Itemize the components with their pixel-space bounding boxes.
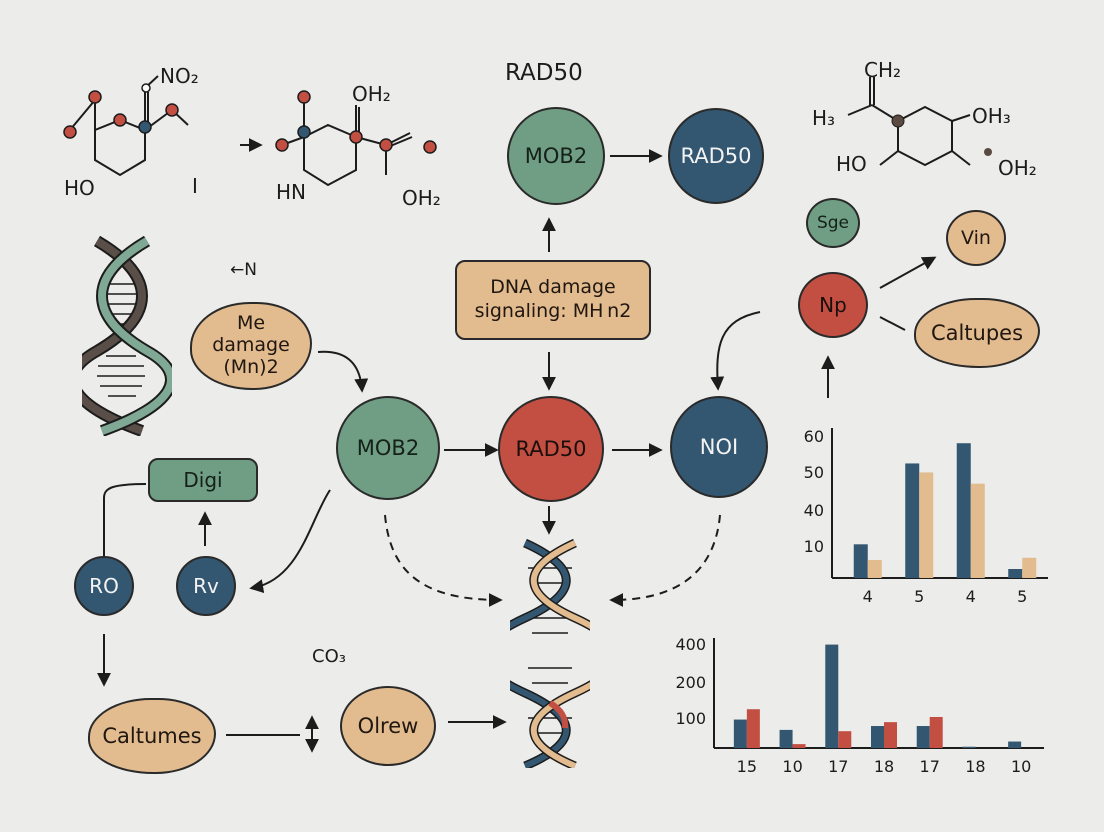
line-np-caltupes: [879, 316, 906, 331]
chart-x-tick-label: 4: [966, 587, 976, 606]
vin-node[interactable]: Vin: [946, 210, 1006, 266]
np-node[interactable]: Np: [798, 272, 868, 338]
chart-bar: [970, 483, 985, 578]
bar-chart-upper: 60 50 40 10 4 5 4 5: [804, 427, 1048, 606]
chart-x-tick-label: 4: [863, 587, 873, 606]
bar-chart-lower: 400 200 100 15 10 17 18 17 18 10: [675, 635, 1044, 776]
chart-y-tick-label: 60: [804, 427, 824, 446]
chart-y-tick-label: 200: [675, 673, 706, 692]
chart-x-tick-label: 17: [920, 757, 940, 776]
chart-bar: [733, 719, 747, 748]
sge-node[interactable]: Sge: [806, 198, 860, 248]
rad50-mid-node[interactable]: RAD50: [498, 396, 604, 502]
chart-bar: [746, 709, 760, 748]
chart-x-tick-label: 10: [1011, 757, 1031, 776]
rad50-top-node[interactable]: RAD50: [668, 108, 764, 204]
arrow-me-damage-mob2: [317, 350, 369, 393]
arrow-mob2-dashed: [384, 514, 503, 607]
arrow-mob2-rv: [249, 489, 331, 594]
dna-helix-left-icon: [82, 236, 172, 436]
caltupes-node[interactable]: Caltupes: [914, 298, 1040, 368]
no2-label: NO₂: [160, 64, 199, 88]
chart-bar: [1008, 569, 1023, 578]
chart-bar: [825, 644, 839, 748]
chart-bar: [962, 746, 976, 748]
chart-x-tick-label: 5: [914, 587, 924, 606]
chart-bar: [779, 729, 793, 748]
mob2-top-node[interactable]: MOB2: [507, 107, 605, 205]
caltumes-node[interactable]: Caltumes: [88, 698, 216, 774]
chart-y-tick-label: 400: [675, 635, 706, 654]
ho-right-label: HO: [836, 152, 867, 176]
chart-bar: [919, 472, 934, 578]
chart-bar: [929, 716, 943, 748]
chart-bar: [838, 731, 852, 748]
hn-label: HN: [276, 180, 306, 204]
ro-node[interactable]: RO: [74, 556, 134, 616]
co3-label: CO₃: [312, 646, 346, 667]
i-left-label: I: [192, 174, 198, 198]
molecule-structure-3-icon: [847, 77, 992, 167]
h3-label: H₃: [812, 106, 836, 130]
molecule-structure-2-icon: [275, 90, 437, 187]
chart-x-tick-label: 5: [1017, 587, 1027, 606]
oh2-b-label: OH₂: [402, 186, 441, 210]
chart-x-tick-label: 17: [828, 757, 848, 776]
chart-y-tick-label: 10: [804, 537, 824, 556]
chart-bar: [871, 726, 884, 748]
arrow-noi-curve: [710, 311, 761, 391]
chart-bar: [884, 722, 897, 748]
chart-bar: [853, 544, 868, 578]
chart-x-tick-label: 10: [782, 757, 802, 776]
ch2-label: CH₂: [864, 58, 902, 82]
olrew-node[interactable]: Olrew: [340, 686, 436, 766]
chart-x-tick-label: 18: [874, 757, 894, 776]
chart-bar: [905, 463, 920, 578]
noi-node[interactable]: NOI: [670, 396, 768, 498]
chart-x-tick-label: 15: [737, 757, 757, 776]
line-ro-digi: [103, 483, 147, 556]
oh2-a-label: OH₂: [352, 82, 391, 106]
dna-helix-center-icon: [510, 538, 590, 768]
digi-box[interactable]: Digi: [148, 458, 258, 502]
chart-bar: [792, 744, 806, 748]
chart-y-tick-label: 50: [804, 463, 824, 482]
diagram-title: RAD50: [505, 60, 583, 86]
arrow-np-vin: [879, 256, 937, 289]
chart-x-tick-label: 18: [965, 757, 985, 776]
oh2-right-label: OH₂: [998, 156, 1037, 180]
rv-node[interactable]: Rv: [176, 556, 236, 616]
chart-bar: [916, 726, 930, 748]
chart-y-tick-label: 40: [804, 501, 824, 520]
me-damage-node[interactable]: Me damage (Mn)2: [190, 302, 312, 390]
chart-bar: [956, 443, 971, 578]
arrow-noi-dashed: [609, 514, 721, 607]
mob2-mid-node[interactable]: MOB2: [336, 396, 440, 500]
chart-bar: [1008, 741, 1022, 748]
dna-damage-signaling-box[interactable]: DNA damage signaling: MH n2: [455, 260, 651, 340]
chart-bar: [1022, 557, 1037, 578]
n-arrow-label: ←N: [230, 260, 257, 280]
molecule-structure-1-icon: [63, 75, 189, 177]
chart-bar: [867, 560, 882, 578]
chart-y-tick-label: 100: [675, 709, 706, 728]
oh3-label: OH₃: [972, 104, 1011, 128]
ho-left-label: HO: [64, 176, 95, 200]
